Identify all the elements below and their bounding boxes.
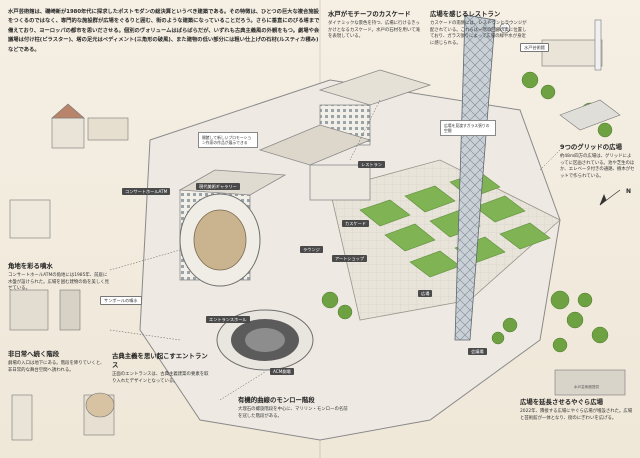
section-monolith: 有機的曲線のモンロー階段 大理石の螺旋階段を中心に、マリリン・モンローの名前を冠…	[238, 396, 350, 420]
north-label: N	[626, 188, 632, 195]
section-body: コンサートホールATMの角地には1985年、前庭に水盤が設けられた。広場を囲む建…	[8, 273, 109, 292]
label-conference: 会議場	[468, 348, 487, 355]
label-art-shop: アートショップ	[332, 255, 368, 262]
section-title: 角地を彩る噴水	[8, 262, 53, 270]
label-concert-atm: コンサートホールATM	[122, 188, 171, 195]
section-cascade: 水戸がモチーフのカスケード ダイナミックな景色を持つ、広場に行けるきっかけとなる…	[328, 10, 423, 41]
section-body: 劇場の入口は地下にある。階段を降りていくと、非日常的な舞台空間へ誘われる。	[8, 361, 105, 373]
label-tower: 水戸芸術館	[520, 43, 549, 52]
label-sign: サンポールの噴水	[100, 296, 142, 305]
intro-text: 水戸芸術館は、磯崎新が1980年代に探求したポストモダンの総決算というべき建築で…	[8, 9, 320, 53]
section-grid: 9つのグリッドの広場 約48m四方の広場は、グリッドによってに区画されている。池…	[560, 143, 635, 180]
section-body: 大理石の螺旋階段を中心に、マリリン・モンローの名前を冠した階段がある。	[238, 407, 348, 419]
section-theater: 非日常へ続く階段 劇場の入口は地下にある。階段を降りていくと、非日常的な舞台空間…	[8, 350, 108, 374]
label-lounge: ラウンジ	[300, 246, 323, 253]
label-restaurant: レストラン	[358, 161, 385, 168]
section-title: 古典主義を思い起こすエントランス	[112, 352, 208, 369]
label-entrance-hall: エントランスホール	[206, 316, 250, 323]
label-plaza: 広場	[418, 290, 433, 297]
label-gallery: 現代美術ギャラリー	[196, 183, 240, 190]
callout-gallery: 開館して新しいプロモーション作家の作品が展示できる	[198, 132, 258, 148]
section-title: 有機的曲線のモンロー階段	[238, 396, 315, 404]
section-body: 2022年、隣接する広場にやぐら広場が増設された。広場と芸術館が一体となり、街の…	[520, 409, 633, 421]
section-title: 非日常へ続く階段	[8, 350, 60, 358]
section-title: 広場を延長させるやぐら広場	[520, 398, 604, 406]
section-title: 9つのグリッドの広場	[560, 143, 622, 151]
section-title: 水戸がモチーフのカスケード	[328, 10, 411, 18]
label-acm: ACM劇場	[270, 368, 294, 375]
section-body: ダイナミックな景色を持つ、広場に行けるきっかけとなるカスケード。水戸の石材を用い…	[328, 21, 420, 40]
svg-text:ⓝ: ⓝ	[502, 25, 507, 32]
section-extend: 広場を延長させるやぐら広場 2022年、隣接する広場にやぐら広場が増設された。広…	[520, 398, 636, 422]
section-body: 正面のエントランスは、古典主義建築の要素を取り入れたデザインとなっている。	[112, 372, 209, 384]
credit-text: 水戸芸術館提供	[574, 385, 600, 389]
callout-restaurant: 広場を見渡すガラス張りの空間	[440, 120, 496, 136]
section-plaza-restaurant: 広場を感じるレストラン カスケードの南側には、レストランとラウンジが配されている…	[430, 10, 530, 47]
section-corner: 角地を彩る噴水 コンサートホールATMの角地には1985年、前庭に水盤が設けられ…	[8, 262, 110, 293]
label-cascade: カスケード	[342, 220, 369, 227]
section-entrance: 古典主義を思い起こすエントランス 正面のエントランスは、古典主義建築の要素を取り…	[112, 352, 212, 385]
section-title: 広場を感じるレストラン	[430, 10, 501, 18]
section-body: カスケードの南側には、レストランとラウンジが配されている。これらは一階の回廊の奥…	[430, 21, 527, 46]
section-body: 約48m四方の広場は、グリッドによってに区画されている。池や芝生のほか、エレベー…	[560, 154, 635, 179]
